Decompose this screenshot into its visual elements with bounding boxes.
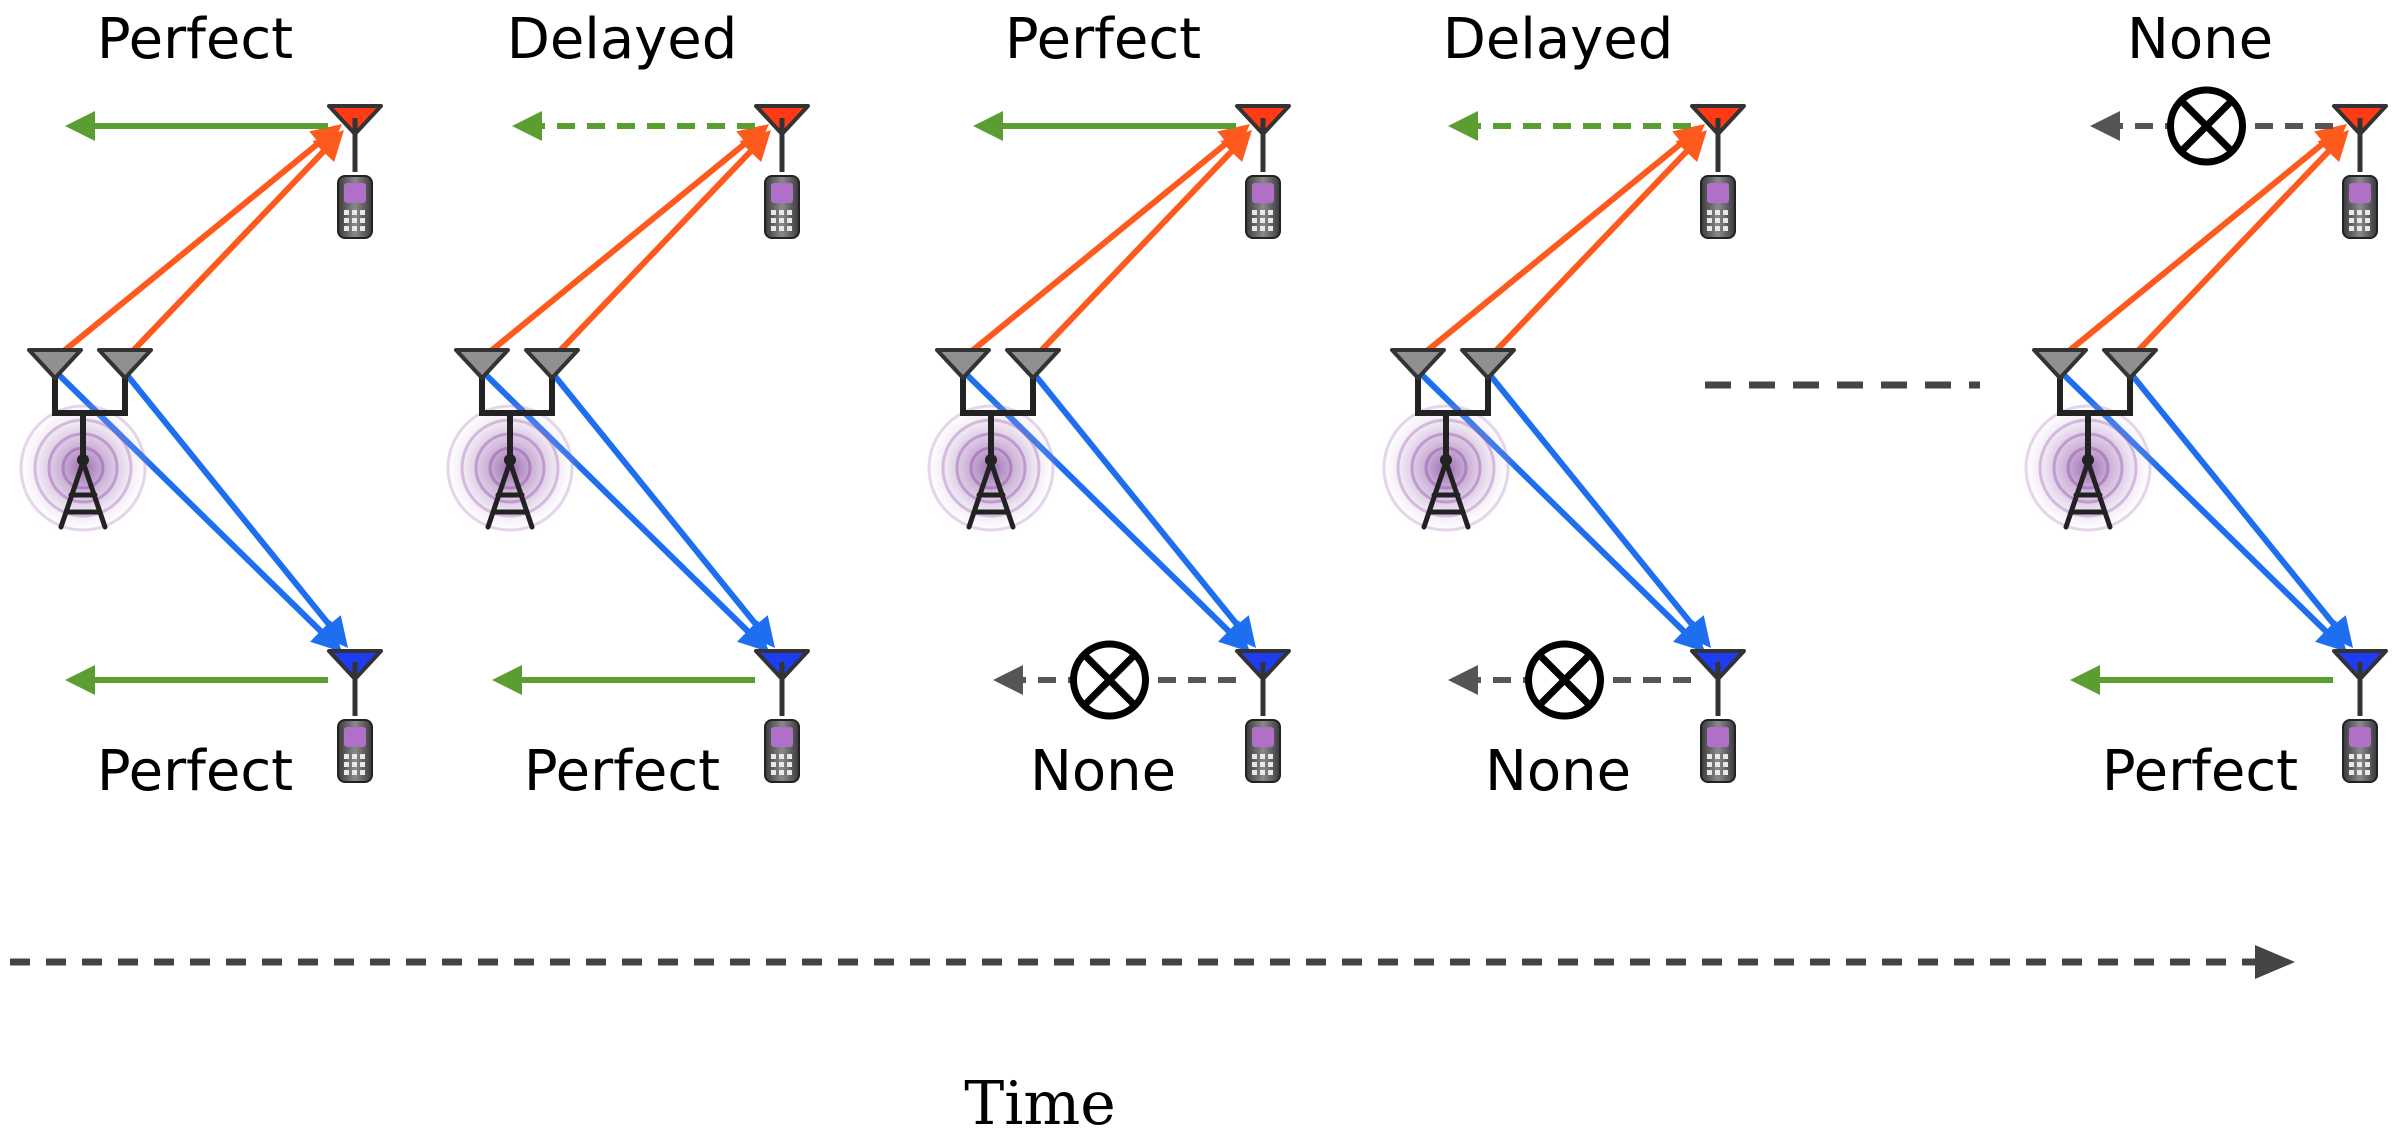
- cell-phone-icon: [2342, 118, 2378, 239]
- top-feedback-label: Perfect: [97, 7, 293, 72]
- feedback-link-user-2: [492, 665, 755, 695]
- top-feedback-label: Delayed: [1443, 7, 1674, 72]
- channel-to-user-2: [1487, 373, 1711, 648]
- antenna-icon: [935, 348, 991, 380]
- antenna-icon: [1005, 348, 1061, 380]
- channel-to-user-2: [551, 373, 775, 648]
- antenna-icon: [2102, 348, 2158, 380]
- feedback-link-user-2: [1448, 665, 1691, 695]
- channel-to-user-1: [1489, 130, 1707, 358]
- antenna-icon: [97, 348, 153, 380]
- antenna-icon: [524, 348, 580, 380]
- top-feedback-label: None: [2127, 7, 2273, 72]
- cell-phone-icon: [1245, 118, 1281, 239]
- base-station-icon: [921, 348, 1061, 538]
- time-arrow-head: [2255, 945, 2295, 979]
- channel-to-user-2: [2129, 373, 2353, 648]
- time-axis: Time: [10, 945, 2295, 1128]
- channel-to-user-1: [1034, 130, 1252, 358]
- feedback-link-user-1: [973, 111, 1236, 141]
- antenna-icon: [27, 348, 83, 380]
- channel-to-user-1: [965, 124, 1250, 358]
- bottom-feedback-label: None: [1485, 739, 1631, 804]
- bottom-feedback-label: Perfect: [524, 739, 720, 804]
- top-feedback-label: Perfect: [1005, 7, 1201, 72]
- bottom-feedback-label: Perfect: [97, 739, 293, 804]
- cell-phone-icon: [1700, 662, 1736, 783]
- cell-phone-icon: [1700, 118, 1736, 239]
- channel-to-user-2: [1032, 373, 1256, 648]
- time-axis-label: Time: [964, 1069, 1116, 1128]
- feedback-link-user-1: [1448, 111, 1691, 141]
- antenna-icon: [1390, 348, 1446, 380]
- bottom-feedback-label: Perfect: [2102, 739, 2298, 804]
- no-feedback-icon: [1525, 640, 1604, 720]
- channel-to-user-1: [2131, 130, 2349, 358]
- antenna-icon: [2032, 348, 2088, 380]
- antenna-icon: [1460, 348, 1516, 380]
- base-station-icon: [1376, 348, 1516, 538]
- channel-to-user-1: [553, 130, 771, 358]
- feedback-link-user-1: [2090, 111, 2333, 141]
- feedback-link-user-1: [65, 111, 328, 141]
- cell-phone-icon: [337, 118, 373, 239]
- channel-to-user-1: [126, 130, 344, 358]
- cell-phone-icon: [764, 662, 800, 783]
- antenna-icon: [454, 348, 510, 380]
- feedback-link-user-2: [2070, 665, 2333, 695]
- cell-phone-icon: [1245, 662, 1281, 783]
- channel-to-user-1: [484, 124, 769, 358]
- cell-phone-icon: [2342, 662, 2378, 783]
- channel-to-user-1: [57, 124, 342, 358]
- channel-to-user-1: [1420, 124, 1705, 358]
- base-station-icon: [2018, 348, 2158, 538]
- feedback-link-user-1: [512, 111, 755, 141]
- feedback-link-user-2: [993, 665, 1236, 695]
- no-feedback-icon: [1070, 640, 1149, 720]
- channel-to-user-2: [124, 373, 348, 648]
- base-station-icon: [13, 348, 153, 538]
- base-station-icon: [440, 348, 580, 538]
- top-feedback-label: Delayed: [507, 7, 738, 72]
- feedback-link-user-2: [65, 665, 328, 695]
- no-feedback-icon: [2167, 86, 2246, 166]
- cell-phone-icon: [337, 662, 373, 783]
- cell-phone-icon: [764, 118, 800, 239]
- bottom-feedback-label: None: [1030, 739, 1176, 804]
